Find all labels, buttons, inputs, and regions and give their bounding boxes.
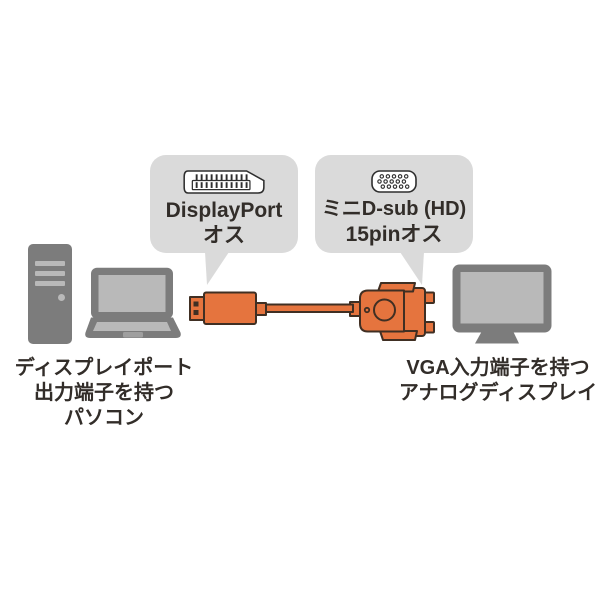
vga-plug-dot	[363, 306, 371, 314]
displayport-plug-neck	[255, 302, 267, 316]
displayport-connector-icon	[182, 170, 265, 194]
callout-displayport-title: DisplayPort	[165, 199, 283, 222]
caption-target-display: VGA入力端子を持つ アナログディスプレイ	[398, 356, 598, 406]
caption-target-line1: VGA入力端子を持つ	[406, 357, 590, 379]
callout-displayport: DisplayPort オス	[150, 155, 298, 253]
caption-target-line2: アナログディスプレイ	[398, 382, 598, 404]
caption-source-line1: ディスプレイポート	[14, 357, 194, 379]
vga-plug-screw-top	[424, 291, 435, 304]
vga-plug-screw-bottom	[424, 321, 435, 334]
callout-displayport-tail	[205, 252, 229, 285]
vga-plug-body	[359, 289, 405, 333]
callout-vga: ミニD-sub (HD) 15pinオス	[315, 155, 473, 253]
laptop-icon	[85, 267, 181, 338]
caption-source-pc: ディスプレイポート 出力端子を持つ パソコン	[0, 356, 208, 431]
cable-illustration	[189, 282, 435, 341]
caption-source-line2: 出力端子を持つ	[34, 382, 174, 404]
caption-source-line3: パソコン	[64, 407, 144, 429]
vga-plug-grip-circle	[373, 298, 396, 322]
tower-power-button	[57, 293, 65, 301]
callout-displayport-subtitle: オス	[203, 224, 245, 247]
tower-slot	[35, 271, 65, 276]
callout-vga-title: ミニD-sub (HD)	[321, 198, 467, 220]
vga-connector-icon	[371, 170, 417, 193]
tower-slot	[35, 281, 65, 286]
tower-pc-icon	[28, 244, 72, 344]
monitor-icon	[452, 264, 552, 344]
displayport-plug-pin	[193, 301, 199, 307]
callout-vga-subtitle: 15pinオス	[345, 223, 443, 246]
vga-plug-flange	[401, 287, 426, 337]
displayport-plug-body	[203, 291, 257, 325]
tower-slot	[35, 261, 65, 266]
callout-vga-tail	[400, 252, 424, 285]
displayport-plug-pin	[193, 310, 199, 315]
cable-cord	[264, 303, 354, 313]
